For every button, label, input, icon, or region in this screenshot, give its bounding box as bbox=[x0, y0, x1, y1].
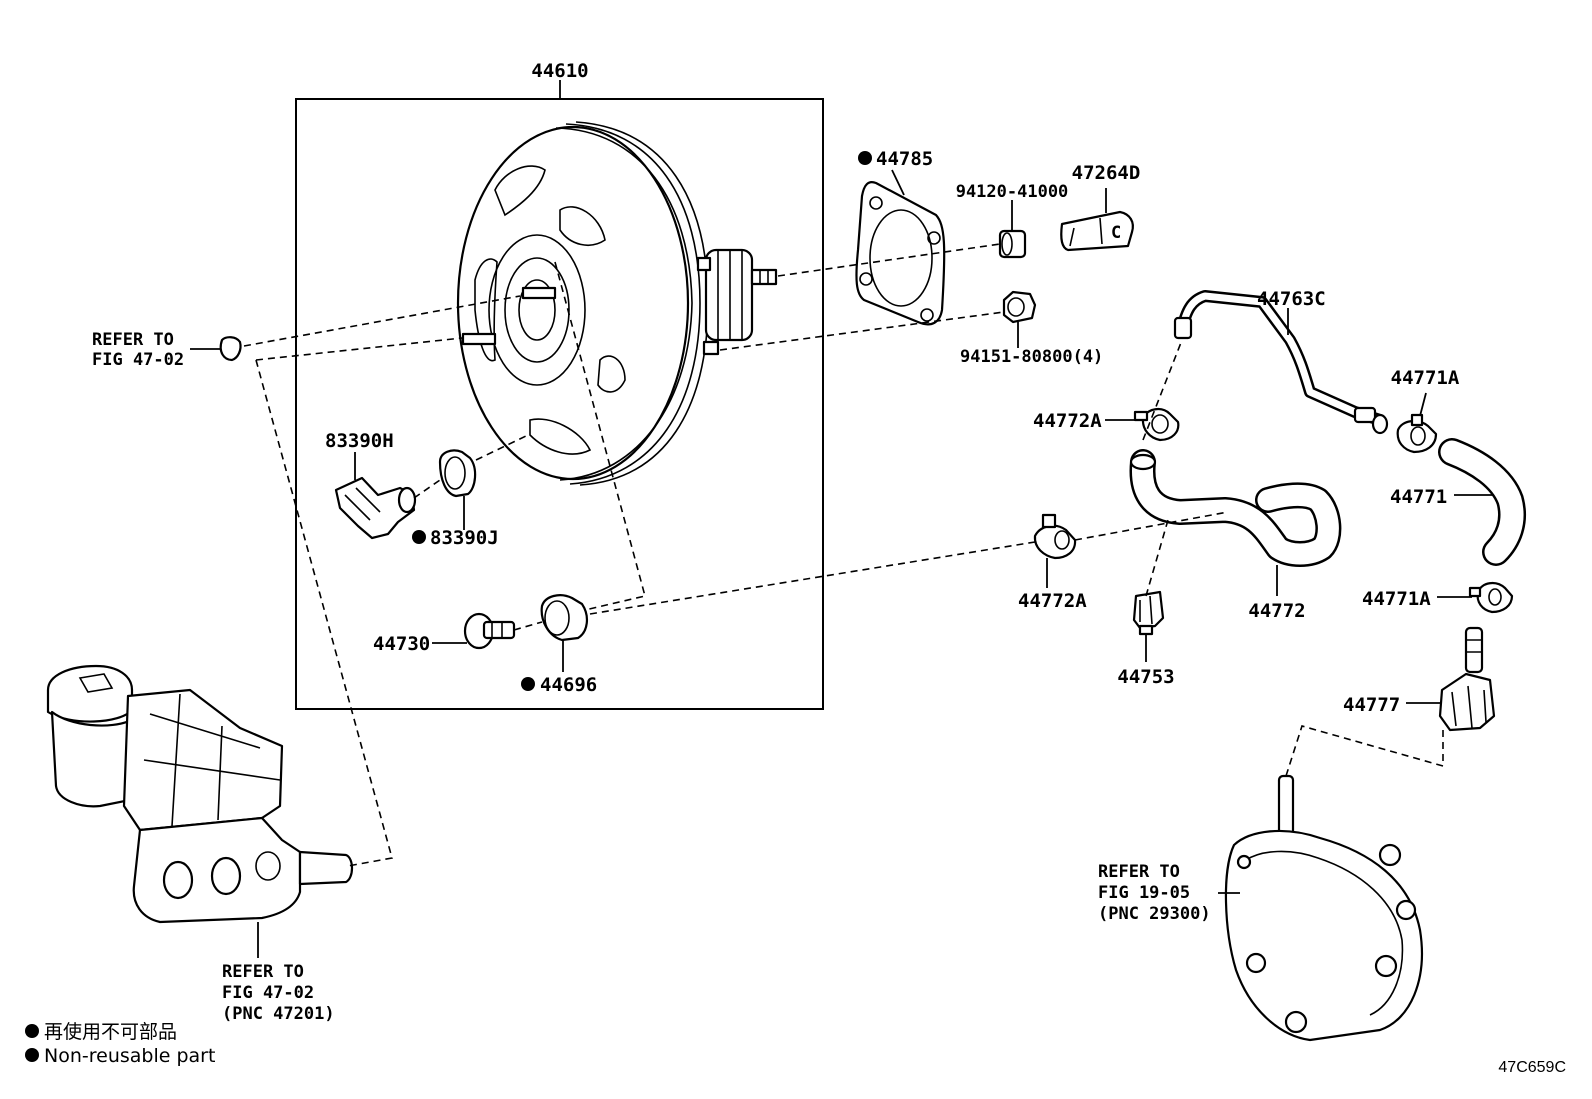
nut-94151-80800: 94151-80800(4) bbox=[960, 290, 1103, 367]
fitting-44730: 44730 bbox=[373, 612, 516, 655]
connector-44777: 44777 bbox=[1343, 626, 1496, 732]
callout-44772[interactable]: 44772 bbox=[1248, 600, 1305, 622]
pump-ref-line-3[interactable]: (PNC 29300) bbox=[1098, 904, 1211, 924]
callout-94120-41000[interactable]: 94120-41000 bbox=[956, 182, 1069, 202]
booster-ref-line-2[interactable]: FIG 47-02 bbox=[92, 350, 184, 370]
clamp-44772A-upper: 44772A bbox=[1033, 408, 1180, 442]
callout-44610[interactable]: 44610 bbox=[531, 60, 588, 82]
callout-44753[interactable]: 44753 bbox=[1117, 666, 1174, 688]
check-valve-83390H: 83390H bbox=[325, 430, 417, 540]
hose-44772: 44772 bbox=[1129, 449, 1342, 622]
gasket-44785: 44785 bbox=[855, 148, 946, 326]
callout-83390J[interactable]: 83390J bbox=[430, 527, 499, 549]
booster-ref-line-1[interactable]: REFER TO bbox=[92, 330, 174, 350]
clamp-44771A-upper: 44771A bbox=[1391, 367, 1460, 454]
legend: 再使用不可部品 Non-reusable part bbox=[25, 1021, 215, 1067]
vacuum-pump: REFER TO FIG 19-05 (PNC 29300) bbox=[1098, 774, 1423, 1042]
mc-ref-line-2[interactable]: FIG 47-02 bbox=[222, 983, 314, 1003]
bracket-44753: 44753 bbox=[1117, 590, 1175, 688]
booster-reference: REFER TO FIG 47-02 bbox=[92, 330, 242, 370]
clamp-44771A-lower: 44771A bbox=[1362, 582, 1514, 614]
callout-94151-80800[interactable]: 94151-80800(4) bbox=[960, 347, 1103, 367]
callout-83390H[interactable]: 83390H bbox=[325, 430, 394, 452]
callout-47264D[interactable]: 47264D bbox=[1072, 162, 1141, 184]
callout-44772A-lower[interactable]: 44772A bbox=[1018, 590, 1087, 612]
assembly-lines bbox=[243, 243, 1444, 867]
mc-ref-line-3[interactable]: (PNC 47201) bbox=[222, 1004, 335, 1024]
pump-ref-line-1[interactable]: REFER TO bbox=[1098, 862, 1180, 882]
brake-booster bbox=[456, 121, 778, 486]
booster-assembly-group: 44610 bbox=[295, 60, 824, 710]
tube-44763C: 44763C bbox=[1173, 288, 1389, 435]
bracket-47264D: C 47264D bbox=[1060, 162, 1141, 252]
grommet-44696: 44696 bbox=[521, 594, 597, 696]
grommet-83390J: 83390J bbox=[412, 449, 499, 549]
callout-44771A-lower[interactable]: 44771A bbox=[1362, 588, 1431, 610]
callout-44777[interactable]: 44777 bbox=[1343, 694, 1400, 716]
clamp-44772A-lower: 44772A bbox=[1018, 513, 1087, 612]
callout-44730[interactable]: 44730 bbox=[373, 633, 430, 655]
callout-44763C[interactable]: 44763C bbox=[1257, 288, 1326, 310]
legend-non-reusable-jp: 再使用不可部品 bbox=[44, 1021, 177, 1043]
figure-code: 47C659C bbox=[1498, 1059, 1566, 1076]
master-cylinder: REFER TO FIG 47-02 (PNC 47201) bbox=[46, 664, 354, 1024]
mc-ref-line-1[interactable]: REFER TO bbox=[222, 962, 304, 982]
hose-44771: 44771 bbox=[1390, 438, 1527, 566]
legend-non-reusable-en: Non-reusable part bbox=[44, 1045, 215, 1067]
callout-44772A-upper[interactable]: 44772A bbox=[1033, 410, 1102, 432]
callout-44771A-upper[interactable]: 44771A bbox=[1391, 367, 1460, 389]
nut-94120-41000: 94120-41000 bbox=[956, 182, 1069, 259]
callout-44785[interactable]: 44785 bbox=[876, 148, 933, 170]
svg-text:C: C bbox=[1111, 223, 1121, 243]
pump-ref-line-2[interactable]: FIG 19-05 bbox=[1098, 883, 1190, 903]
callout-44771[interactable]: 44771 bbox=[1390, 486, 1447, 508]
callout-44696[interactable]: 44696 bbox=[540, 674, 597, 696]
